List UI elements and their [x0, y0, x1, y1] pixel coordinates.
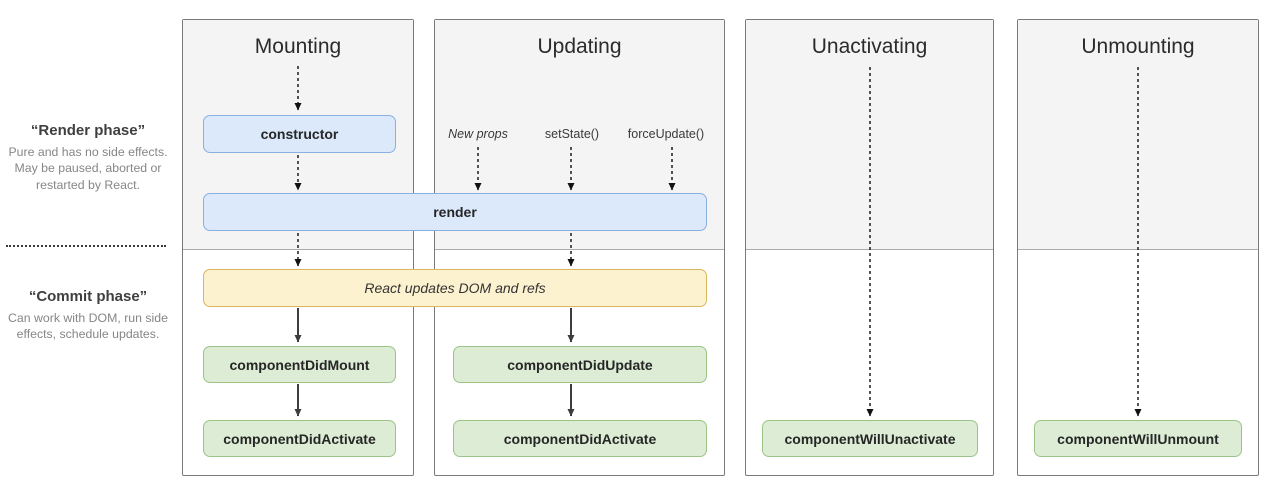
render-phase-note: “Render phase” Pure and has no side effe… [4, 122, 172, 193]
phase-divider [6, 245, 166, 247]
box-component-will-unmount[interactable]: componentWillUnmount [1034, 420, 1242, 457]
render-phase-title: “Render phase” [30, 122, 146, 139]
box-constructor[interactable]: constructor [203, 115, 396, 153]
box-react-updates-dom: React updates DOM and refs [203, 269, 707, 307]
column-unactivating: Unactivating [745, 19, 994, 476]
box-render[interactable]: render [203, 193, 707, 231]
box-component-did-activate-mounting[interactable]: componentDidActivate [203, 420, 396, 457]
render-phase-description: Pure and has no side effects. May be pau… [8, 145, 168, 192]
column-updating: Updating [434, 19, 725, 476]
trigger-force-update[interactable]: forceUpdate() [627, 127, 705, 141]
commit-phase-description: Can work with DOM, run side effects, sch… [8, 311, 168, 342]
box-component-did-activate-updating[interactable]: componentDidActivate [453, 420, 707, 457]
column-title-unactivating: Unactivating [811, 35, 928, 58]
box-component-did-mount[interactable]: componentDidMount [203, 346, 396, 383]
column-title-mounting: Mounting [254, 35, 342, 58]
column-mounting: Mounting [182, 19, 414, 476]
commit-phase-title: “Commit phase” [28, 288, 148, 305]
trigger-new-props[interactable]: New props [448, 127, 508, 141]
box-component-did-update[interactable]: componentDidUpdate [453, 346, 707, 383]
column-unmounting: Unmounting [1017, 19, 1259, 476]
box-component-will-unactivate[interactable]: componentWillUnactivate [762, 420, 978, 457]
trigger-set-state[interactable]: setState() [544, 127, 600, 141]
column-title-updating: Updating [537, 35, 622, 58]
column-title-unmounting: Unmounting [1081, 35, 1195, 58]
commit-phase-note: “Commit phase” Can work with DOM, run si… [4, 288, 172, 343]
